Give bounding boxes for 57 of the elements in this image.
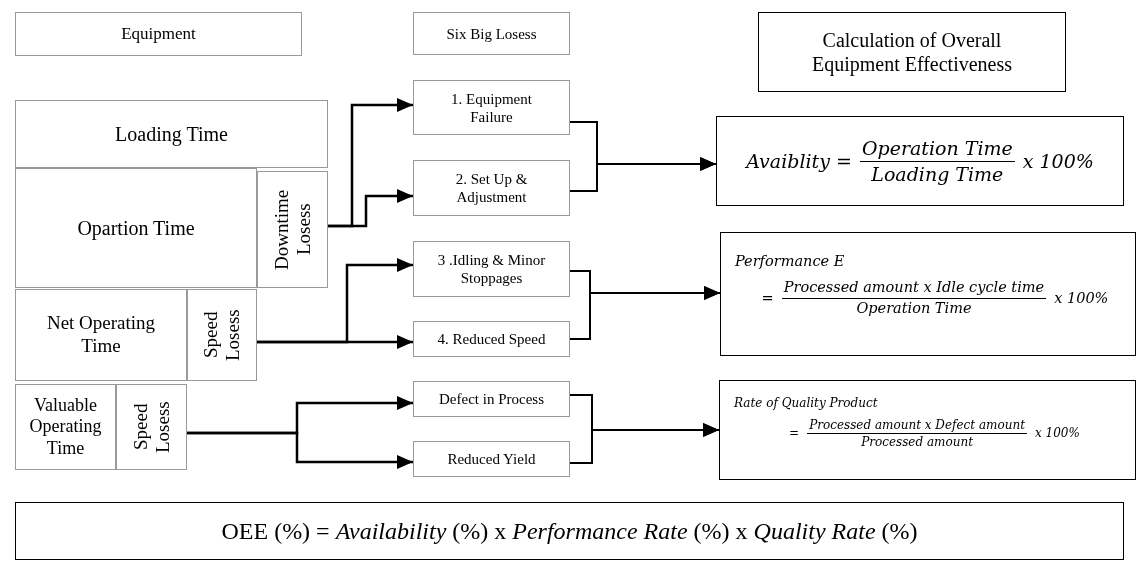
formula-box: [719, 380, 1136, 480]
formula-text: Avaiblity =: [746, 149, 852, 173]
formula-text: =: [789, 426, 800, 441]
formula-box: [720, 232, 1136, 356]
process-box: [413, 241, 570, 297]
formula-heading: Rate of Quality Product: [734, 396, 878, 411]
process-box: [413, 80, 570, 135]
numerator: Processed amount x Idle cycle time: [781, 279, 1047, 299]
process-box: [15, 384, 116, 470]
box-label: Valuable Operating Time: [28, 394, 103, 460]
box-label: Loading Time: [115, 122, 228, 146]
process-box: [413, 381, 570, 417]
denominator: Loading Time: [870, 161, 1005, 186]
process-box: [413, 321, 570, 357]
box-label: OEE (%) = Availability (%) x Performance Rate (%) x Quality Rate (%): [221, 516, 918, 546]
process-box: [257, 171, 328, 288]
process-box: [413, 160, 570, 216]
numerator: Processed amount x Defect amount: [807, 417, 1027, 435]
box-label: 4. Reduced Speed: [437, 330, 546, 348]
process-box: [413, 441, 570, 477]
formula-heading: Performance E: [735, 253, 845, 271]
arrow: [569, 157, 717, 192]
arrow: [569, 286, 721, 340]
box-label: Opartion Time: [77, 216, 195, 240]
arrow: [569, 423, 720, 464]
box-label: Reduced Yield: [447, 450, 536, 468]
denominator: Processed amount: [860, 434, 974, 450]
process-box: [15, 289, 187, 381]
formula-text: x 100%: [1035, 426, 1080, 441]
process-box: [187, 289, 257, 381]
box-label: Net Operating Time: [45, 312, 157, 358]
box-label: 3 .Idling & Minor Stoppages: [436, 251, 547, 287]
process-box: [413, 12, 570, 55]
formula-box: [716, 116, 1124, 206]
arrow: [328, 189, 413, 228]
process-box: [15, 100, 328, 168]
box-label: Speed Losess: [129, 400, 174, 455]
equation-box: [15, 502, 1124, 560]
box-label: 2. Set Up & Adjustment: [454, 170, 529, 206]
arrow: [257, 335, 413, 349]
arrow: [187, 431, 413, 469]
process-box: [116, 384, 187, 470]
box-label: 1. Equipment Failure: [450, 89, 533, 126]
process-box: [15, 12, 302, 56]
formula-text: x 100%: [1022, 149, 1094, 173]
heading-box: [758, 12, 1066, 92]
box-label: Defect in Process: [439, 390, 544, 408]
box-label: Speed Losess: [200, 308, 244, 363]
box-label: Downtime Losess: [270, 188, 315, 272]
box-label: Calculation of Overall Equipment Effectiveness: [810, 28, 1014, 76]
box-label: Equipment: [121, 23, 196, 45]
process-box: [15, 168, 257, 288]
numerator: Operation Time: [859, 136, 1015, 162]
formula-text: x 100%: [1054, 289, 1109, 308]
denominator: Operation Time: [855, 298, 973, 318]
formula-text: =: [761, 289, 774, 308]
box-label: Six Big Losess: [446, 24, 537, 43]
